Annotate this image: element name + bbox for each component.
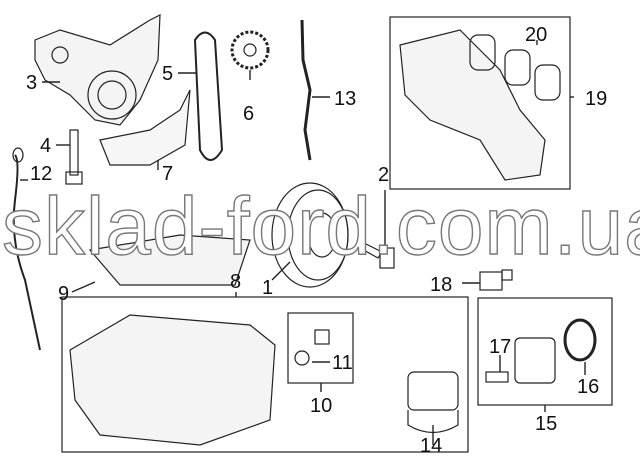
callout-9: 9 [58, 283, 70, 305]
callout-11: 11 [332, 352, 353, 374]
dipstick-tube [300, 19, 312, 161]
callout-19: 19 [585, 88, 608, 110]
callout-3: 3 [26, 72, 38, 94]
callout-7: 7 [162, 163, 174, 185]
drain-plug [294, 329, 330, 366]
callout-16: 16 [577, 376, 600, 398]
box-19 [389, 16, 571, 190]
callout-2: 2 [378, 164, 390, 186]
intake-manifold [399, 29, 546, 181]
callout-17: 17 [489, 336, 512, 358]
oil-pan [69, 314, 276, 446]
bolt [65, 129, 83, 185]
box-8 [61, 296, 469, 453]
sprocket [230, 30, 270, 70]
sensor [479, 269, 513, 291]
callout-14: 14 [420, 435, 443, 457]
crankshaft-pulley [271, 182, 349, 288]
oil-cooler [485, 337, 556, 384]
callout-6: 6 [243, 103, 255, 125]
callout-5: 5 [162, 63, 174, 85]
callout-20: 20 [525, 24, 548, 46]
callout-1: 1 [262, 277, 274, 299]
oil-pump [34, 14, 161, 126]
dipstick [12, 154, 41, 351]
oil-baffle [88, 234, 251, 286]
callout-13: 13 [334, 88, 357, 110]
callout-10: 10 [310, 395, 333, 417]
callout-12: 12 [30, 163, 53, 185]
leader-lines [20, 40, 586, 445]
callout-15: 15 [535, 413, 558, 435]
oil-filter [407, 371, 459, 434]
gaskets [469, 34, 561, 101]
callout-18: 18 [430, 274, 453, 296]
pulley-bolt [359, 241, 395, 269]
seal-ring [563, 318, 597, 362]
callout-4: 4 [40, 135, 52, 157]
dipstick-handle [12, 147, 24, 163]
timing-cover [99, 89, 191, 166]
callout-8: 8 [230, 271, 242, 293]
watermark: sklad-ford.com.ua [1, 181, 640, 272]
drive-belt [193, 31, 224, 161]
